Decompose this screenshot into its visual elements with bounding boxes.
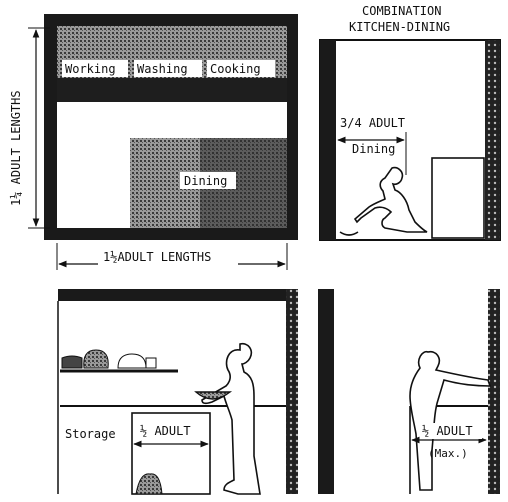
reach-max-label: (Max.) (428, 447, 468, 460)
washing-label: Washing (137, 62, 188, 76)
height-dimension: 1¼ ADULT LENGTHS (9, 27, 50, 229)
stored-sack (135, 473, 163, 495)
reach-elevation: ½ ADULT (Max.) (318, 289, 500, 494)
washing-label-bg (134, 60, 202, 77)
reach-room (318, 289, 500, 494)
combination-title-line2: KITCHEN-DINING (349, 20, 450, 34)
height-dimension-label: 1¼ ADULT LENGTHS (9, 90, 23, 206)
combination-title-line1: COMBINATION (362, 4, 441, 18)
working-label: Working (65, 62, 116, 76)
plan-dining-label-bg (180, 172, 236, 189)
standing-figure (201, 342, 261, 495)
plan-dining-label: Dining (184, 174, 227, 188)
reaching-figure (409, 350, 492, 491)
storage-elevation: Storage ½ ADULT (57, 289, 298, 495)
working-label-bg (62, 60, 128, 77)
floor-plan: Working Washing Cooking Dining (44, 14, 298, 240)
cooking-label-bg (207, 60, 275, 77)
combination-panel: COMBINATION KITCHEN-DINING 3/4 ADULT Din… (319, 4, 501, 241)
low-table (431, 157, 485, 239)
storage-right-wall (286, 289, 298, 494)
kneeling-figure (353, 166, 428, 233)
shelf-cup (145, 357, 157, 369)
storage-dim-label: ½ ADULT (140, 424, 191, 438)
combination-right-wall (485, 40, 500, 240)
combination-dim-label: 3/4 ADULT (340, 116, 405, 130)
shelf-bowl (117, 353, 147, 369)
cooking-label: Cooking (210, 62, 261, 76)
storage-ceiling (58, 289, 298, 301)
width-dimension: 1½ADULT LENGTHS (56, 243, 288, 270)
reach-left-wall (318, 289, 334, 494)
storage-label: Storage (65, 427, 116, 441)
floor-bowl (339, 231, 359, 236)
combination-dining-label: Dining (352, 142, 395, 156)
reach-dim-label: ½ ADULT (422, 424, 473, 438)
shelf-pot (83, 349, 109, 369)
width-dimension-label: 1½ADULT LENGTHS (103, 250, 211, 264)
work-zone-dark (57, 78, 287, 102)
combination-left-wall (320, 40, 336, 240)
held-bowl (194, 391, 233, 400)
shelf-jar-1 (61, 355, 83, 369)
reach-right-wall (488, 289, 500, 494)
